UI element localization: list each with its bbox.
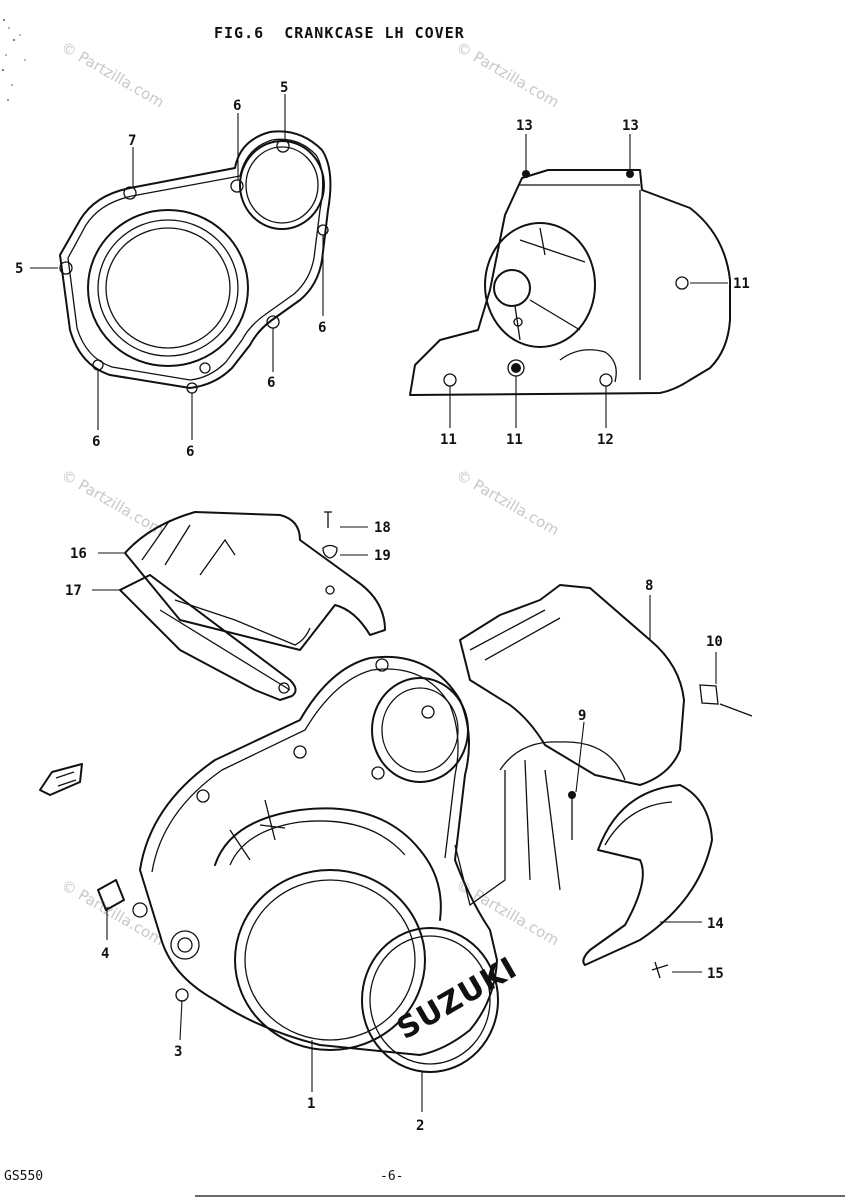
callout-13: 13 [516,118,533,134]
callout-6: 6 [267,375,275,391]
callout-1: 1 [307,1096,315,1112]
gasket-holes [59,139,329,394]
callout-leaders [30,94,728,1112]
scan-noise [2,19,26,101]
cover-right-assembly [454,584,753,979]
watermark-group: © Partzilla.com © Partzilla.com © Partzi… [58,38,562,949]
callout-18: 18 [374,520,391,536]
watermark: © Partzilla.com [453,466,562,539]
suzuki-cap-plate: SUZUKI [361,927,523,1073]
starter-cover-housing [409,169,731,396]
callout-5: 5 [280,80,288,96]
callout-7: 7 [128,133,136,149]
top-cover-assembly [119,511,386,701]
forward-arrow-icon [39,763,83,796]
callout-8: 8 [645,578,653,594]
callout-6: 6 [233,98,241,114]
callout-17: 17 [65,583,82,599]
callout-15: 15 [707,966,724,982]
gasket-outer-cover [59,130,332,394]
callout-11: 11 [506,432,523,448]
callout-4: 4 [101,946,109,962]
page-number: -6- [380,1169,403,1184]
callout-13: 13 [622,118,639,134]
callout-14: 14 [707,916,724,932]
callout-12: 12 [597,432,614,448]
watermark: © Partzilla.com [58,466,167,539]
watermark: © Partzilla.com [58,876,167,949]
callout-10: 10 [706,634,723,650]
watermark: © Partzilla.com [453,876,562,949]
watermark: © Partzilla.com [58,38,167,111]
callout-11: 11 [440,432,457,448]
callout-19: 19 [374,548,391,564]
watermark: © Partzilla.com [453,38,562,111]
callout-5: 5 [15,261,23,277]
callout-3: 3 [174,1044,182,1060]
callout-11: 11 [733,276,750,292]
model-code: GS550 [4,1169,43,1184]
callout-6: 6 [186,444,194,460]
figure-title: FIG.6 CRANKCASE LH COVER [214,24,465,42]
callout-6: 6 [318,320,326,336]
callout-9: 9 [578,708,586,724]
callout-2: 2 [416,1118,424,1134]
callout-16: 16 [70,546,87,562]
callout-labels: 5 6 7 5 6 6 6 6 13 13 11 11 11 12 18 16 … [15,80,750,1134]
suzuki-logo: SUZUKI [391,950,523,1047]
callout-6: 6 [92,434,100,450]
